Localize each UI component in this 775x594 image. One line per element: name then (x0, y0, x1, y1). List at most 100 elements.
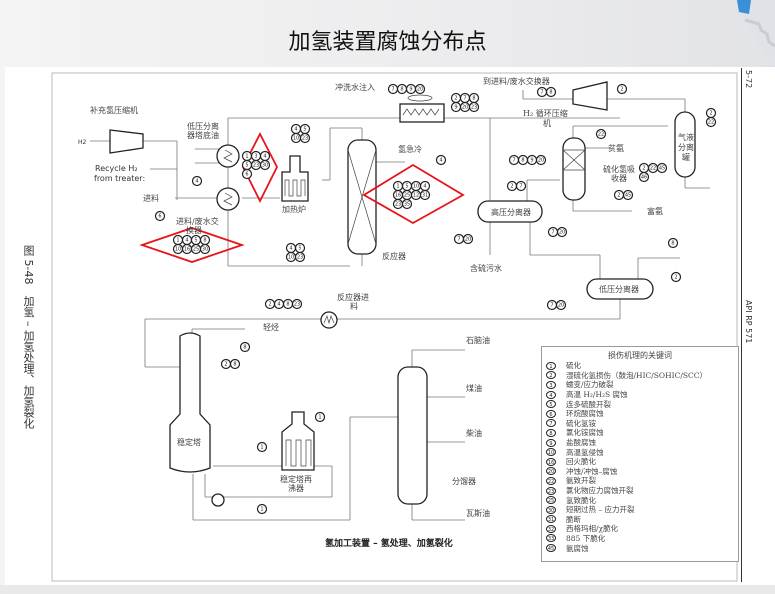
marker-number: 5 (245, 162, 248, 168)
legend-text: 氯化铵腐蚀 (566, 428, 604, 438)
legend-number-badge: 32 (546, 524, 556, 533)
marker-number: 10 (293, 135, 299, 141)
legend-number-badge: 7 (546, 419, 556, 428)
marker-number: 8 (203, 237, 206, 243)
h2s-absorber-icon (562, 137, 586, 201)
label-feed-exchanger-1: 进料/废水交 (176, 216, 219, 226)
label-wash-water: 冲洗水注入 (335, 82, 375, 92)
label-lp-bottoms-1: 低压分离 (187, 121, 219, 131)
legend-text: 湿硫化氢损伤（鼓泡/HIC/SOHIC/SCC） (566, 370, 707, 380)
marker-group-ko-drum: 222 (705, 107, 717, 128)
marker-circle (545, 86, 557, 98)
bottom-band (0, 585, 775, 594)
marker-circle (314, 411, 326, 423)
pump-icon (211, 493, 225, 507)
marker-circle (401, 198, 413, 210)
label-fractionator: 分馏器 (452, 476, 476, 486)
label-kerosene: 煤油 (466, 383, 482, 393)
label-ko-drum-3: 罐 (682, 152, 690, 162)
marker-number: 7 (512, 157, 515, 163)
marker-number: 23 (297, 254, 303, 260)
marker-circle (199, 243, 211, 255)
marker-circle (667, 237, 679, 249)
marker-number: 7 (519, 183, 522, 189)
marker-number: 7 (551, 229, 554, 235)
diagram-labels: 补充氢压缩机 H2 Recycle H₂ from treater: 低压分离 … (78, 76, 694, 518)
marker-number: 4 (289, 245, 292, 251)
marker-number: 10 (175, 246, 181, 252)
marker-group-bottoms-line: 1 (256, 503, 268, 515)
marker-number: 4 (277, 301, 280, 307)
recycle-compressor-icon (572, 81, 608, 111)
label-h2s-absorber-1: 硫化氢吸 (603, 164, 635, 174)
makeup-compressor-icon (109, 129, 144, 154)
marker-circle (239, 341, 251, 353)
label-lp-separator: 低压分离器 (599, 284, 639, 294)
marker-number: 6 (158, 213, 161, 219)
marker-number: 2 (642, 165, 645, 171)
marker-group-rich-amine: 2 45 (613, 189, 634, 201)
figure-caption-vertical: 图 5-48 加氢 – 加氢处理、加氢裂化 (22, 245, 35, 429)
marker-number: 23 (294, 301, 300, 307)
marker-circle (241, 168, 253, 180)
marker-number: 20 (417, 86, 423, 92)
marker-number: 8 (549, 89, 552, 95)
legend-number-badge: 23 (546, 486, 556, 495)
legend-number-badge: 30 (546, 505, 556, 514)
marker-circle (259, 159, 271, 171)
marker-number: 3 (254, 153, 257, 159)
legend-number-badge: 10 (546, 448, 556, 457)
marker-number: 1 (260, 506, 263, 512)
marker-number: 23 (471, 104, 477, 110)
legend-number-badge: 2 (546, 371, 556, 380)
label-naphtha: 石脑油 (466, 335, 490, 345)
marker-number: 2 (620, 86, 623, 92)
marker-number: 1 (318, 414, 321, 420)
stabilizer-icon (169, 332, 211, 473)
marker-circle (256, 441, 268, 453)
marker-number: 4 (294, 126, 297, 132)
marker-number: 45 (625, 192, 631, 198)
marker-number: 7 (550, 302, 553, 308)
label-ko-drum-1: 气液 (678, 132, 694, 142)
legend-text: 氯化物应力腐蚀开裂 (566, 486, 634, 496)
marker-number: 2 (224, 361, 227, 367)
lp-separator-icon (586, 278, 654, 300)
marker-group-reboiler: 1 (314, 411, 326, 423)
marker-circle (154, 210, 166, 222)
marker-circle (515, 180, 527, 192)
marker-number: 9 (530, 157, 533, 163)
marker-number: 8 (243, 344, 246, 350)
marker-number: 7 (391, 86, 394, 92)
marker-circle (595, 128, 607, 140)
legend-number-badge: 1 (546, 361, 556, 370)
marker-group-feed-line: 4 (191, 175, 203, 187)
diagram-frame (51, 72, 738, 582)
marker-circle (229, 358, 241, 370)
legend-text: 脆断 (566, 514, 581, 524)
marker-circle (616, 83, 628, 95)
marker-number: 5 (303, 126, 306, 132)
marker-number: 4 (195, 178, 198, 184)
marker-circle (462, 233, 474, 245)
legend-number-badge: 25 (546, 496, 556, 505)
legend-number-badge: 6 (546, 409, 556, 418)
decorative-staircase-graphic (735, 0, 775, 70)
marker-number: 2 (709, 110, 712, 116)
marker-number: 7 (540, 89, 543, 95)
legend-number-badge: 45 (546, 544, 556, 553)
label-rich-amine: 富氨 (647, 206, 663, 216)
marker-number: 2 (617, 192, 620, 198)
margin-rule (741, 68, 742, 582)
